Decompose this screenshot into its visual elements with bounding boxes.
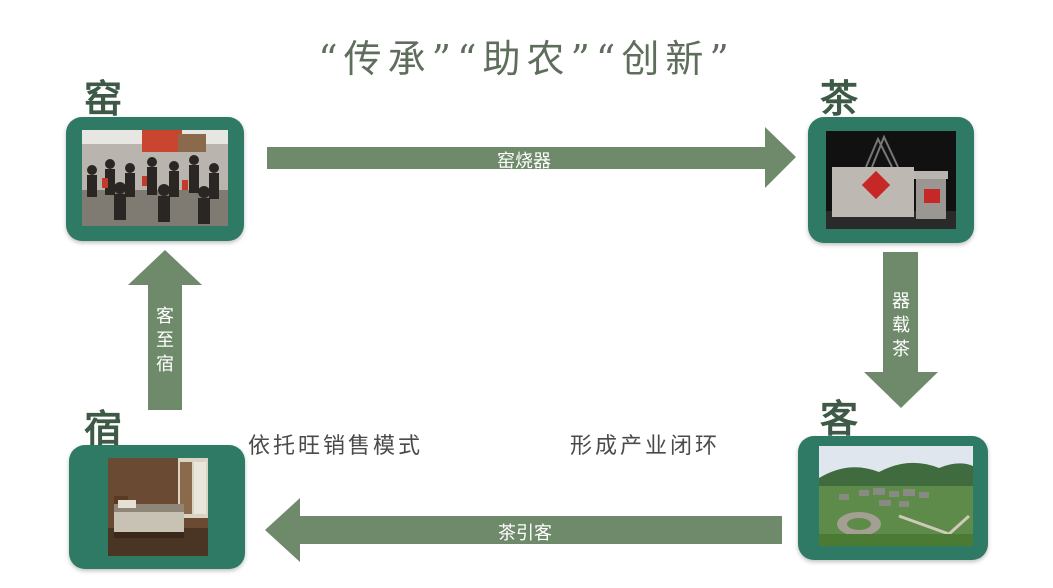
diagram-title: “传承”“助农”“创新” (318, 37, 735, 81)
caption-left: 依托旺销售模式 (248, 434, 424, 459)
caption-right: 形成产业闭环 (570, 434, 721, 459)
arrow-stay-to-kiln (128, 250, 202, 410)
arrow-tea-to-guest (864, 252, 938, 408)
kiln-photo (82, 130, 228, 226)
kiln-label: 窑 (84, 76, 123, 121)
guest-photo (819, 446, 973, 546)
stay-photo (108, 458, 208, 556)
tea-label: 茶 (820, 76, 859, 121)
tea-photo (826, 131, 956, 229)
arrow-guest-to-stay (265, 498, 782, 562)
arrow-label-right: 器载茶 (892, 291, 910, 360)
guest-label: 客 (820, 396, 859, 441)
stay-label: 宿 (84, 406, 123, 451)
arrow-label-bottom: 茶引客 (498, 523, 552, 544)
arrow-kiln-to-tea (267, 127, 796, 188)
arrow-label-top: 窑烧器 (497, 151, 551, 172)
arrow-label-left: 客至宿 (156, 306, 174, 375)
